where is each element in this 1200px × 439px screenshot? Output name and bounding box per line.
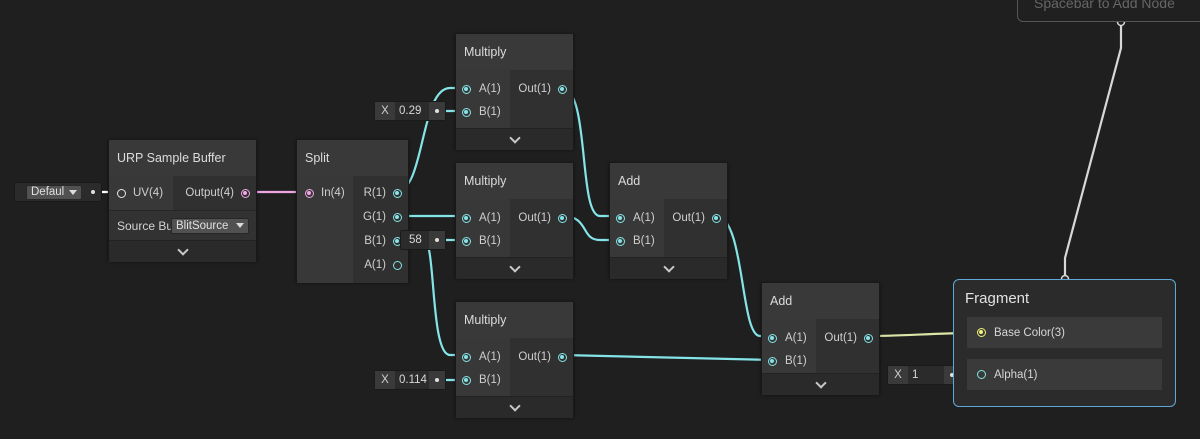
- port-b-input[interactable]: B(1): [462, 104, 501, 120]
- collapse-toggle[interactable]: [456, 396, 573, 418]
- port-out[interactable]: Out(1): [824, 330, 873, 346]
- port-a-input[interactable]: A(1): [616, 210, 655, 226]
- source-buffer-dropdown[interactable]: BlitSource: [171, 217, 249, 234]
- node-title: Multiply: [456, 163, 573, 199]
- port-connector-icon[interactable]: [462, 352, 471, 362]
- uv-channel-dropdown[interactable]: Defaul: [26, 184, 83, 200]
- port-a-input[interactable]: A(1): [462, 349, 501, 365]
- uv-default-field[interactable]: Defaul: [14, 182, 102, 202]
- add-node-search[interactable]: Spacebar to Add Node: [1017, 0, 1200, 22]
- port-connector-icon[interactable]: [393, 260, 402, 270]
- fragment-title: Fragment: [965, 290, 1030, 307]
- collapse-toggle[interactable]: [109, 240, 256, 262]
- port-a[interactable]: A(1): [364, 257, 402, 273]
- chevron-down-icon: [508, 399, 521, 412]
- node-split[interactable]: Split In(4) R(1) G(1) B(1) A(1): [296, 139, 409, 283]
- collapse-toggle[interactable]: [610, 257, 727, 279]
- constant-value-input[interactable]: 1: [908, 366, 944, 384]
- port-out[interactable]: Out(1): [518, 349, 567, 365]
- node-multiply-b[interactable]: Multiply A(1) B(1) Out(1): [455, 301, 574, 418]
- constant-r-weight[interactable]: X 0.29: [374, 101, 446, 121]
- node-title: Add: [610, 163, 727, 199]
- port-out[interactable]: Out(1): [672, 210, 721, 226]
- node-title: Multiply: [456, 302, 573, 338]
- port-connector-icon[interactable]: [616, 236, 625, 246]
- chevron-down-icon: [508, 260, 521, 273]
- port-connector-icon[interactable]: [462, 213, 471, 223]
- constant-value-input[interactable]: 58: [401, 231, 429, 249]
- port-b-input[interactable]: B(1): [616, 233, 655, 249]
- port-connector-icon[interactable]: [305, 188, 314, 198]
- port-connector-icon[interactable]: [616, 213, 625, 223]
- node-add-1[interactable]: Add A(1) B(1) Out(1): [609, 162, 728, 279]
- uv-connector-icon: [91, 190, 95, 194]
- chevron-down-icon: [508, 131, 521, 144]
- port-connector-icon[interactable]: [393, 212, 402, 222]
- node-urp-sample-buffer[interactable]: URP Sample Buffer UV(4) Output(4) Source…: [108, 139, 257, 262]
- port-connector-icon[interactable]: [864, 333, 873, 343]
- port-connector-icon[interactable]: [768, 356, 777, 366]
- block-base-color[interactable]: Base Color(3): [967, 317, 1162, 348]
- port-r[interactable]: R(1): [364, 185, 402, 201]
- port-connector-icon[interactable]: [462, 107, 471, 117]
- port-output[interactable]: Output(4): [185, 185, 250, 201]
- port-connector-icon[interactable]: [241, 188, 250, 198]
- port-connector-icon[interactable]: [558, 213, 567, 223]
- chevron-down-icon: [814, 376, 827, 389]
- port-connector-icon[interactable]: [117, 188, 126, 198]
- wire-mul3-to-add2: [561, 353, 773, 362]
- port-connector-icon[interactable]: [768, 333, 777, 343]
- constant-b-weight[interactable]: X 0.114: [374, 370, 446, 390]
- port-connector-icon[interactable]: [558, 84, 567, 94]
- port-uv-input[interactable]: UV(4): [117, 185, 163, 201]
- port-connector-icon[interactable]: [977, 370, 986, 379]
- port-out[interactable]: Out(1): [518, 210, 567, 226]
- port-a-input[interactable]: A(1): [462, 210, 501, 226]
- source-buffer-label: Source Bu: [117, 218, 171, 233]
- collapse-toggle[interactable]: [456, 128, 573, 150]
- constant-alpha[interactable]: X 1: [887, 365, 961, 385]
- constant-value-input[interactable]: 0.29: [395, 102, 429, 120]
- uv-channel-label: Defaul: [31, 186, 65, 198]
- port-connector-icon[interactable]: [462, 236, 471, 246]
- port-b-input[interactable]: B(1): [768, 353, 807, 369]
- dropdown-arrow-icon: [236, 223, 244, 228]
- port-b-input[interactable]: B(1): [462, 372, 501, 388]
- port-connector-icon[interactable]: [462, 375, 471, 385]
- dropdown-arrow-icon: [69, 189, 78, 195]
- node-multiply-r[interactable]: Multiply A(1) B(1) Out(1): [455, 33, 574, 150]
- port-a-input[interactable]: A(1): [768, 330, 807, 346]
- port-b-input[interactable]: B(1): [462, 233, 501, 249]
- port-g[interactable]: G(1): [363, 209, 402, 225]
- port-b[interactable]: B(1): [364, 233, 402, 249]
- port-in[interactable]: In(4): [305, 185, 345, 201]
- port-connector-icon[interactable]: [712, 213, 721, 223]
- constant-g-weight[interactable]: 58: [400, 230, 446, 250]
- block-alpha[interactable]: Alpha(1): [967, 359, 1162, 390]
- node-title: URP Sample Buffer: [109, 140, 256, 176]
- connector-icon: [429, 371, 445, 389]
- node-title: Split: [297, 140, 408, 176]
- node-title: Multiply: [456, 34, 573, 70]
- node-add-2[interactable]: Add A(1) B(1) Out(1): [761, 282, 880, 395]
- port-connector-icon[interactable]: [558, 352, 567, 362]
- collapse-toggle[interactable]: [762, 373, 879, 395]
- node-multiply-g[interactable]: Multiply A(1) B(1) Out(1): [455, 162, 574, 279]
- port-connector-icon[interactable]: [977, 328, 986, 337]
- node-title: Add: [762, 283, 879, 319]
- wire-vertex-to-fragment: [1063, 22, 1123, 279]
- constant-value-input[interactable]: 0.114: [395, 371, 429, 389]
- connector-icon: [429, 231, 445, 249]
- collapse-toggle[interactable]: [456, 257, 573, 279]
- chevron-down-icon: [662, 260, 675, 273]
- port-out[interactable]: Out(1): [518, 81, 567, 97]
- connector-icon: [429, 102, 445, 120]
- port-connector-icon[interactable]: [393, 188, 402, 198]
- port-a-input[interactable]: A(1): [462, 81, 501, 97]
- fragment-context[interactable]: Fragment Base Color(3) Alpha(1): [953, 279, 1176, 407]
- chevron-down-icon: [176, 243, 189, 256]
- port-connector-icon[interactable]: [462, 84, 471, 94]
